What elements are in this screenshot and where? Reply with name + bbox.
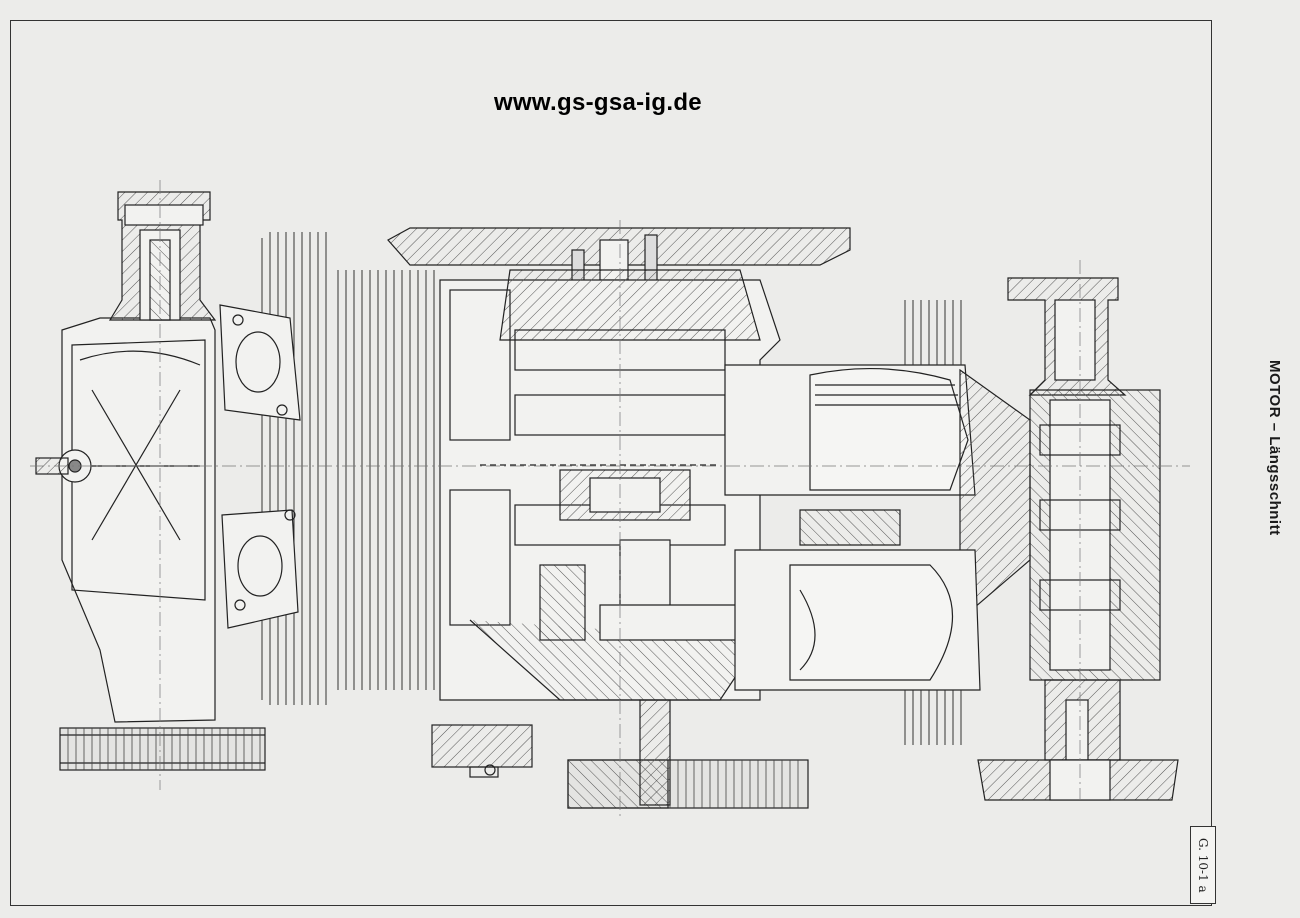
left-rocker-tower	[108, 191, 217, 321]
page-reference-box: G. 10-1 a	[1190, 826, 1216, 904]
drawing-border	[10, 20, 1212, 906]
exhaust-flanges	[219, 304, 301, 629]
timing-gear-right	[567, 699, 809, 809]
left-cylinder-fins	[261, 232, 435, 705]
page-reference: G. 10-1 a	[1196, 837, 1210, 893]
upper-piston	[724, 300, 1031, 622]
timing-gear-left	[59, 727, 266, 771]
center-lines	[30, 180, 1190, 820]
right-pulley	[977, 759, 1179, 801]
right-rocker-tower	[1007, 277, 1161, 761]
drawing-title: MOTOR – Längsschnitt	[1266, 360, 1283, 536]
lower-piston	[734, 509, 981, 745]
front-cover	[35, 317, 216, 723]
timing-gear-center	[431, 724, 533, 778]
website-url: www.gs-gsa-ig.de	[494, 89, 702, 116]
